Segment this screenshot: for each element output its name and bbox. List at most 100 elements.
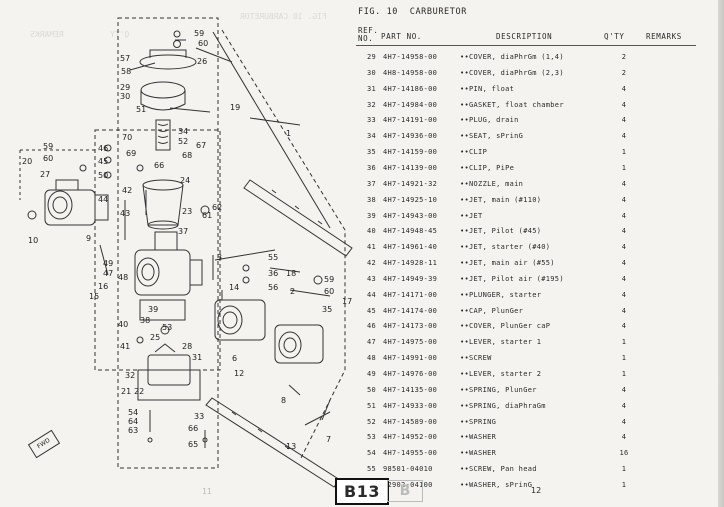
description-cell: ••SCREW, Pan head [460,465,537,474]
callout-label: 60 [43,154,54,163]
ref-cell: 48 [366,354,376,363]
description-cell: ••COVER, diaPhrGm (1,4) [460,53,564,61]
callout-label: 63 [128,426,139,435]
table-row: 47 4H7-14975-00 ••LEVER, starter 1 1 [356,334,696,352]
callout-label: 59 [43,142,54,151]
part-number-cell: 92902-04100 [383,480,433,489]
part-number-cell: 4H7-14171-00 [383,290,438,299]
callout-label: 68 [182,151,193,160]
qty-cell: 2 [621,68,627,77]
qty-cell: 1 [621,370,627,378]
part-number-cell: 4H7-14955-00 [383,449,438,458]
callout-label: 70 [122,133,133,142]
qty-cell: 4 [621,274,627,283]
header-divider [356,45,696,46]
part-number-cell: 4H7-14991-00 [383,354,438,363]
qty-cell: 4 [621,243,627,252]
part-number-cell: 4H7-14975-00 [383,338,438,347]
bleed-through-page-number: 11 [202,487,212,496]
ref-cell: 51 [366,401,376,410]
callout-label: 15 [89,292,100,301]
callout-label: 64 [128,417,139,426]
description-cell: ••SPRING, PlunGer [460,385,537,394]
description-cell: ••PIN, float [460,84,515,93]
ref-cell: 43 [366,274,376,283]
ref-cell: 47 [366,338,376,347]
ref-cell: 39 [366,211,376,220]
callout-label: 6 [232,354,238,363]
callout-label: 52 [178,137,189,146]
column-header-remarks: REMARKS [646,32,682,41]
callout-label: 57 [120,54,131,63]
part-number-cell: 4H7-14958-00 [383,53,438,61]
callout-label: 55 [268,253,279,262]
callout-label: 62 [212,203,223,212]
part-number-cell: 4H7-14186-00 [383,84,438,93]
part-number-cell: 4H7-14173-00 [383,322,438,331]
description-cell: ••COVER, PlunGer caP [460,322,551,331]
callout-label: 30 [120,92,131,101]
callout-label: 21 [121,387,132,396]
part-number-cell: 4H7-14936-00 [383,132,438,141]
part-number-cell: 4H7-14961-40 [383,243,438,252]
ref-cell: 46 [366,322,376,331]
description-cell: ••CLIP [460,148,488,157]
part-number-cell: 4H7-14952-00 [383,433,438,442]
qty-cell: 4 [621,385,627,394]
callout-label: 61 [202,211,213,220]
callout-label: 9 [86,234,92,243]
callout-label: 48 [118,273,129,282]
callout-label: 33 [194,412,205,421]
description-cell: ••NOZZLE, main [460,179,524,188]
description-cell: ••CLIP, PiPe [460,163,515,172]
part-number-cell: 4H8-14958-00 [383,68,438,77]
callout-label: 19 [230,103,241,112]
callout-label: 60 [324,287,335,296]
callout-label: 28 [182,342,193,351]
qty-cell: 1 [621,338,627,347]
ref-cell: 49 [366,370,376,378]
description-cell: ••WASHER [460,449,497,458]
page-tag-bleed: B [387,480,423,502]
part-number-cell: 4H7-14921-32 [383,179,438,188]
qty-cell: 4 [621,401,627,410]
part-number-cell: 4H7-14949-39 [383,274,438,283]
description-cell: ••SPRING [460,417,497,426]
callout-label: 25 [150,333,161,342]
ref-cell: 34 [366,132,376,141]
callout-label: 20 [22,157,33,166]
callout-label: 67 [196,141,207,150]
ref-cell: 31 [366,84,376,93]
callout-label: 8 [281,396,287,405]
qty-cell: 4 [621,259,627,268]
qty-cell: 1 [621,148,627,157]
qty-cell: 4 [621,306,627,315]
description-cell: ••COVER, diaPhrGm (2,3) [460,68,564,77]
callout-label: 41 [120,342,131,351]
ref-cell: 50 [366,385,376,394]
callout-label: 26 [197,57,208,66]
description-cell: ••LEVER, starter 1 [460,338,542,347]
callout-label: 23 [182,207,193,216]
callout-label: 40 [118,320,129,329]
description-cell: ••GASKET, float chamber [460,100,564,109]
qty-cell: 1 [621,163,627,172]
description-cell: ••JET, Pilot (#45) [460,227,542,236]
ref-cell: 30 [366,68,376,77]
